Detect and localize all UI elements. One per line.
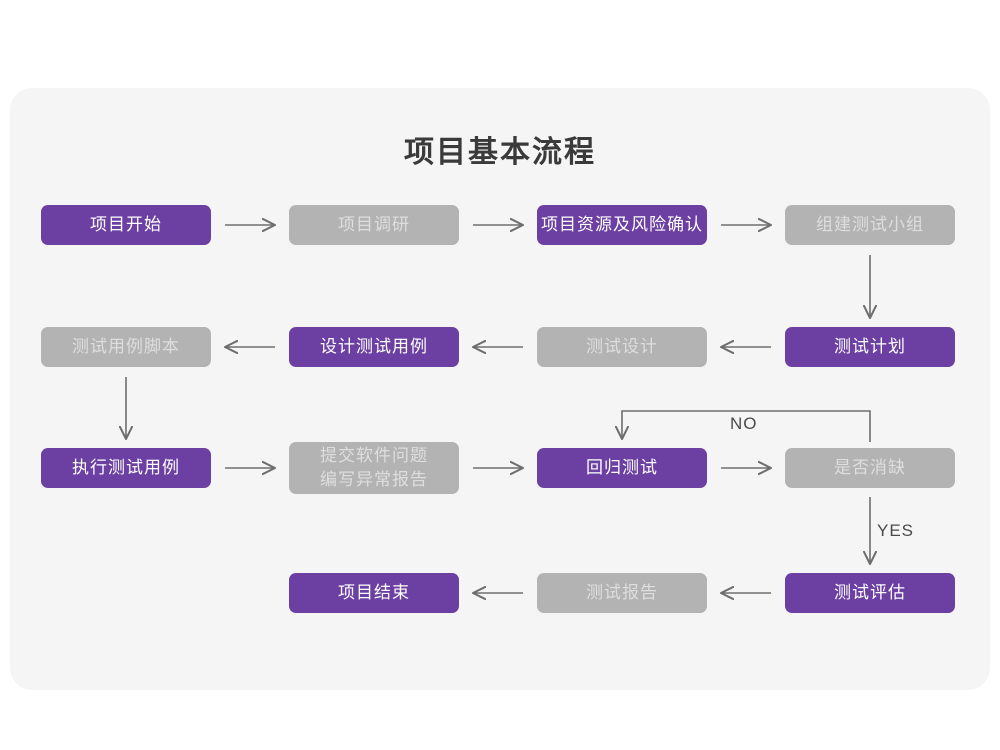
node-regression-test[interactable]: 回归测试 bbox=[537, 448, 707, 488]
node-test-report[interactable]: 测试报告 bbox=[537, 573, 707, 613]
node-build-test-team[interactable]: 组建测试小组 bbox=[785, 205, 955, 245]
edge-label-yes: YES bbox=[877, 521, 915, 540]
node-submit-defect-report[interactable]: 提交软件问题 编写异常报告 bbox=[289, 442, 459, 494]
node-test-plan[interactable]: 测试计划 bbox=[785, 327, 955, 367]
node-test-design[interactable]: 测试设计 bbox=[537, 327, 707, 367]
node-test-case-script[interactable]: 测试用例脚本 bbox=[41, 327, 211, 367]
node-project-research[interactable]: 项目调研 bbox=[289, 205, 459, 245]
node-defect-resolved[interactable]: 是否消缺 bbox=[785, 448, 955, 488]
node-design-test-case[interactable]: 设计测试用例 bbox=[289, 327, 459, 367]
node-project-start[interactable]: 项目开始 bbox=[41, 205, 211, 245]
node-project-end[interactable]: 项目结束 bbox=[289, 573, 459, 613]
page-title: 项目基本流程 bbox=[404, 136, 596, 169]
node-test-evaluation[interactable]: 测试评估 bbox=[785, 573, 955, 613]
node-resource-risk-confirm[interactable]: 项目资源及风险确认 bbox=[537, 205, 707, 245]
edge-label-no: NO bbox=[730, 414, 758, 433]
node-execute-test-case[interactable]: 执行测试用例 bbox=[41, 448, 211, 488]
